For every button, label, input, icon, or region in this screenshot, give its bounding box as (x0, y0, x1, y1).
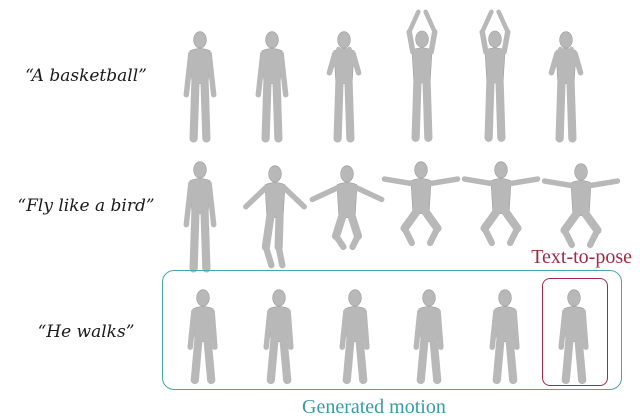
figure-basketball-6 (541, 18, 591, 143)
row-label-walks: “He walks” (0, 322, 172, 342)
text-to-pose-label: Text-to-pose (531, 246, 632, 269)
generated-motion-label: Generated motion (302, 396, 446, 419)
figure-basketball-2 (247, 18, 297, 143)
human-figure-icon (247, 18, 297, 143)
human-figure-icon (397, 10, 447, 135)
human-figure-icon (319, 18, 369, 143)
human-figure-icon (470, 10, 520, 135)
text-to-pose-box (542, 278, 608, 386)
figure-fly-4 (376, 148, 466, 273)
human-figure-icon (175, 18, 225, 143)
figure-basketball-5 (470, 10, 520, 135)
human-figure-icon (541, 18, 591, 143)
human-figure-icon (175, 148, 225, 273)
figure-basketball-3 (319, 18, 369, 143)
figure-basketball-1 (175, 18, 225, 143)
figure-fly-1 (175, 148, 225, 273)
figure-basketball-4 (397, 10, 447, 135)
row-label-basketball: “A basketball” (0, 66, 172, 86)
row-label-fly: “Fly like a bird” (0, 196, 172, 216)
human-figure-icon (376, 148, 466, 273)
